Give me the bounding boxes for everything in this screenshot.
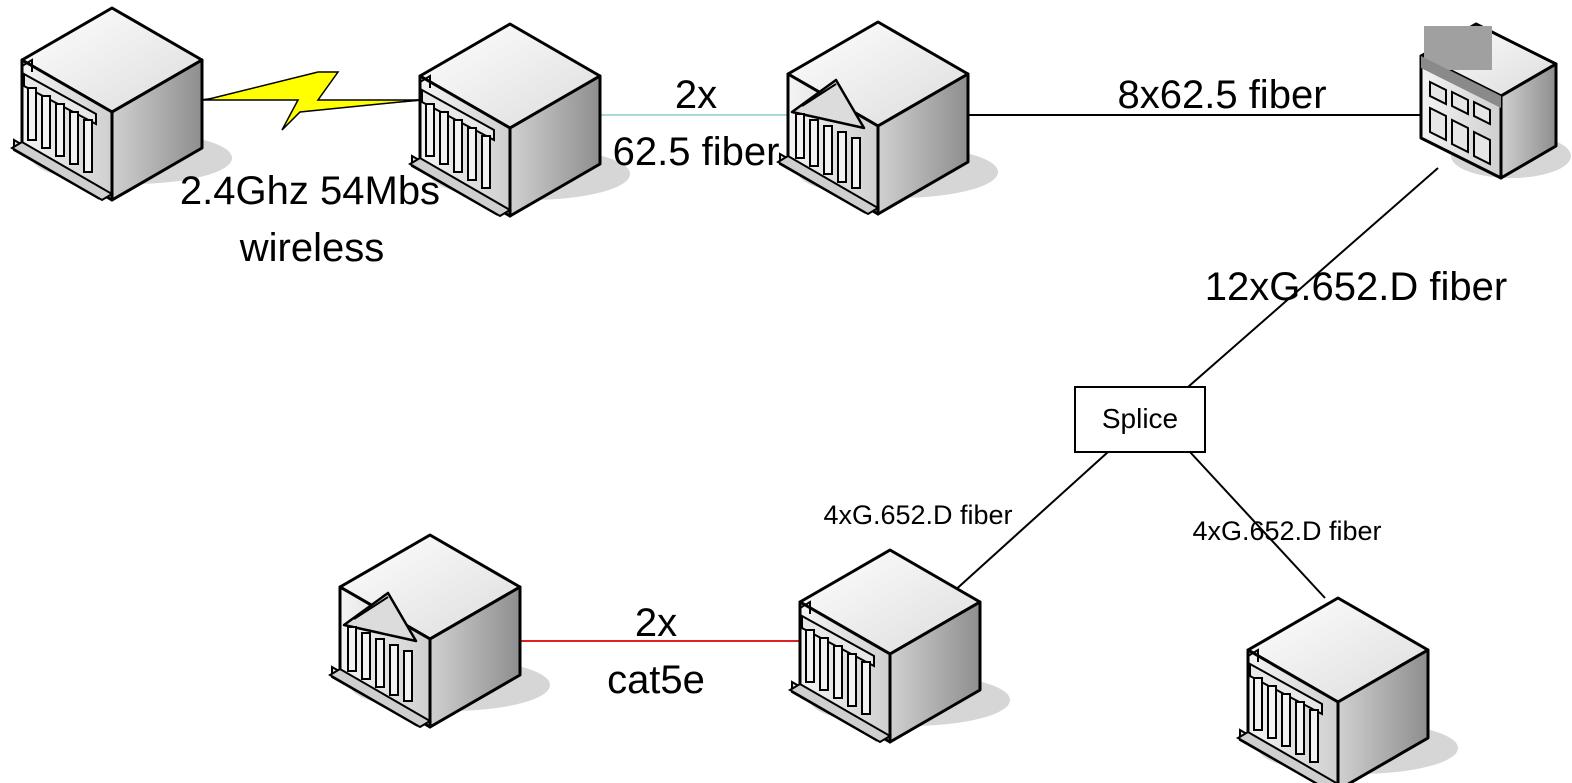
fiber-4x-left-label: 4xG.652.D fiber [823, 500, 1012, 530]
fiber-12x-line [1187, 167, 1439, 388]
fiber-12x-label: 12xG.652.D fiber [1205, 265, 1507, 309]
cat5e-label-line-1: 2x [635, 601, 677, 645]
building-5 [328, 533, 552, 729]
fiber-4x-left-line [951, 451, 1109, 594]
building-3 [776, 20, 1000, 216]
splice-box [1074, 386, 1206, 453]
building-4 [1419, 22, 1572, 180]
wireless-link [201, 71, 421, 131]
building-7 [1236, 596, 1460, 783]
fiber-2x-label-line-2: 62.5 fiber [613, 130, 780, 174]
splice-label: Splice [1102, 403, 1178, 434]
fiber-8x-label: 8x62.5 fiber [1117, 73, 1326, 117]
fiber-4x-right-line [1189, 451, 1326, 599]
cat5e-label-line-2: cat5e [607, 658, 705, 702]
fiber-2x-label-line-1: 2x [675, 73, 717, 117]
building-6 [788, 548, 1012, 744]
wireless-label-line-1: 2.4Ghz 54Mbs [180, 169, 440, 213]
lightning-bolt-icon [204, 71, 421, 131]
wireless-label-line-2: wireless [239, 226, 384, 270]
building-2 [408, 22, 632, 218]
splice-node: Splice [1074, 386, 1206, 453]
fiber-4x-right-label: 4xG.652.D fiber [1192, 516, 1381, 546]
